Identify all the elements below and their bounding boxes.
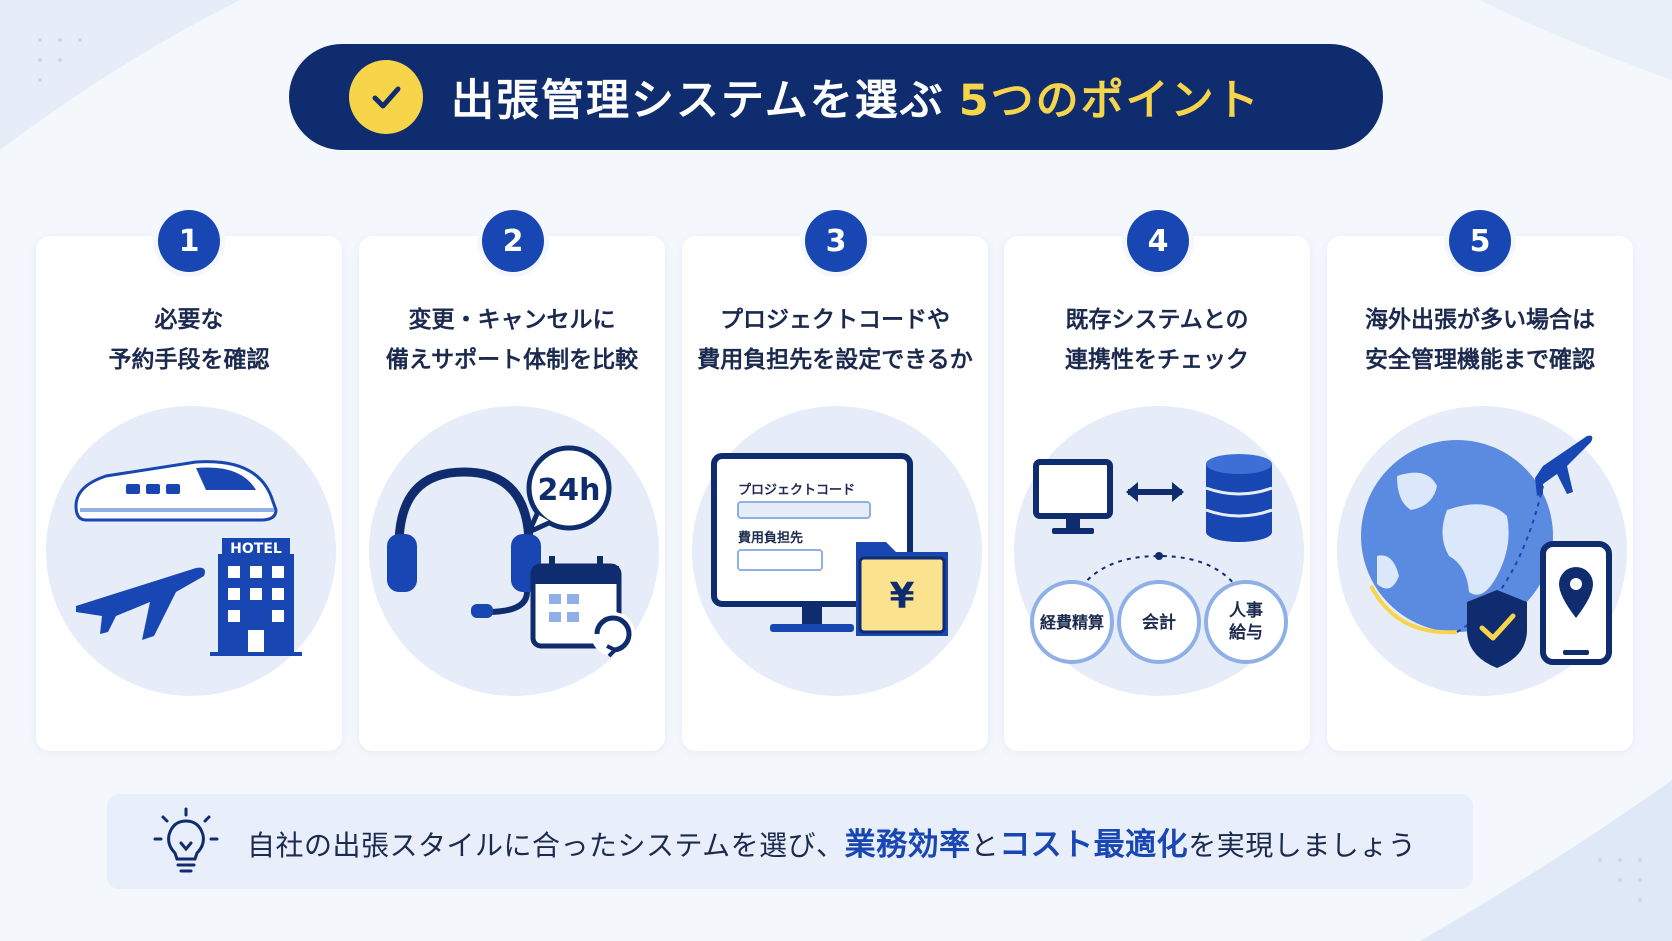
yen-folder-icon: ¥	[856, 542, 948, 636]
point-2-line2: 備えサポート体制を比較	[385, 347, 639, 373]
point-card-3: プロジェクトコードや 費用負担先を設定できるか プロジェクトコード 費用負担先 …	[682, 236, 988, 751]
point-5-illustration	[1337, 406, 1627, 696]
hotel-label: HOTEL	[230, 541, 282, 557]
support-hours-label: 24h	[537, 473, 600, 508]
point-3-illustration: プロジェクトコード 費用負担先 ¥	[692, 406, 982, 696]
conclusion-text: 自社の出張スタイルに合ったシステムを選び、業務効率とコスト最適化を実現しましょう	[247, 819, 1416, 864]
title-highlight: 5つのポイント	[958, 76, 1261, 126]
point-number-5: 5	[1449, 210, 1511, 272]
point-4-line2: 連携性をチェック	[1065, 347, 1249, 373]
conclusion-text-part2: と	[970, 829, 1000, 862]
hotel-icon: HOTEL	[210, 538, 302, 656]
point-number-2: 2	[482, 210, 544, 272]
field-project-code-label: プロジェクトコード	[738, 483, 855, 498]
point-4-illustration: 経費精算 会計 人事 給与	[1014, 406, 1304, 696]
title-banner: 出張管理システムを選ぶ 5つのポイント	[289, 44, 1383, 150]
point-4-line1: 既存システムとの	[1065, 307, 1249, 333]
sync-arrow-icon	[1126, 482, 1184, 502]
svg-text:給与: 給与	[1229, 622, 1263, 643]
point-5-text: 海外出張が多い場合は 安全管理機能まで確認	[1327, 300, 1633, 380]
calendar-refresh-icon	[530, 556, 635, 658]
svg-text:経費精算: 経費精算	[1040, 613, 1104, 632]
point-3-line1: プロジェクトコードや	[720, 307, 950, 333]
point-card-1: 必要な 予約手段を確認 HOTEL	[36, 236, 342, 751]
monitor-icon	[1033, 459, 1113, 534]
point-card-2: 変更・キャンセルに 備えサポート体制を比較 24h	[359, 236, 665, 751]
bullet-train-icon	[74, 460, 278, 522]
point-card-4: 既存システムとの 連携性をチェック	[1004, 236, 1310, 751]
conclusion-emphasis-cost: コスト最適化	[999, 827, 1189, 863]
conclusion-text-part1: 自社の出張スタイルに合ったシステムを選び、	[247, 829, 845, 862]
smartphone-location-icon	[1540, 541, 1612, 665]
database-icon	[1205, 454, 1273, 542]
airplane-icon	[76, 567, 205, 640]
point-1-line1: 必要な	[154, 307, 224, 333]
lightbulb-icon	[153, 807, 219, 872]
conclusion-banner: 自社の出張スタイルに合ったシステムを選び、業務効率とコスト最適化を実現しましょう	[107, 794, 1473, 889]
point-number-1: 1	[158, 210, 220, 272]
integration-node-hr-payroll: 人事 給与	[1204, 580, 1288, 664]
conclusion-text-part3: を実現しましょう	[1188, 829, 1417, 862]
point-5-line1: 海外出張が多い場合は	[1365, 307, 1595, 333]
svg-text:会計: 会計	[1142, 612, 1176, 633]
yen-symbol: ¥	[889, 576, 914, 617]
globe-icon	[1361, 440, 1553, 635]
field-cost-bearer-label: 費用負担先	[738, 530, 803, 546]
page-title: 出張管理システムを選ぶ 5つのポイント	[451, 66, 1261, 128]
point-5-line2: 安全管理機能まで確認	[1365, 347, 1595, 373]
point-number-3: 3	[805, 210, 867, 272]
point-1-illustration: HOTEL	[46, 406, 336, 696]
title-main: 出張管理システムを選ぶ	[451, 76, 945, 126]
shield-check-icon	[1467, 590, 1527, 668]
point-2-line1: 変更・キャンセルに	[408, 307, 616, 333]
point-card-5: 海外出張が多い場合は 安全管理機能まで確認	[1327, 236, 1633, 751]
24h-chat-icon: 24h	[526, 445, 612, 535]
point-1-line2: 予約手段を確認	[108, 347, 270, 373]
conclusion-emphasis-efficiency: 業務効率	[844, 827, 971, 863]
point-number-4: 4	[1127, 210, 1189, 272]
point-4-text: 既存システムとの 連携性をチェック	[1004, 300, 1310, 380]
integration-node-expense: 経費精算	[1030, 580, 1114, 664]
airplane-icon	[1535, 435, 1593, 496]
point-3-text: プロジェクトコードや 費用負担先を設定できるか	[682, 300, 988, 380]
check-icon	[349, 60, 423, 134]
svg-text:人事: 人事	[1229, 601, 1263, 621]
integration-node-accounting: 会計	[1117, 580, 1201, 664]
point-2-text: 変更・キャンセルに 備えサポート体制を比較	[359, 300, 665, 380]
point-2-illustration: 24h	[369, 406, 659, 696]
point-1-text: 必要な 予約手段を確認	[36, 300, 342, 380]
point-3-line2: 費用負担先を設定できるか	[697, 347, 973, 373]
